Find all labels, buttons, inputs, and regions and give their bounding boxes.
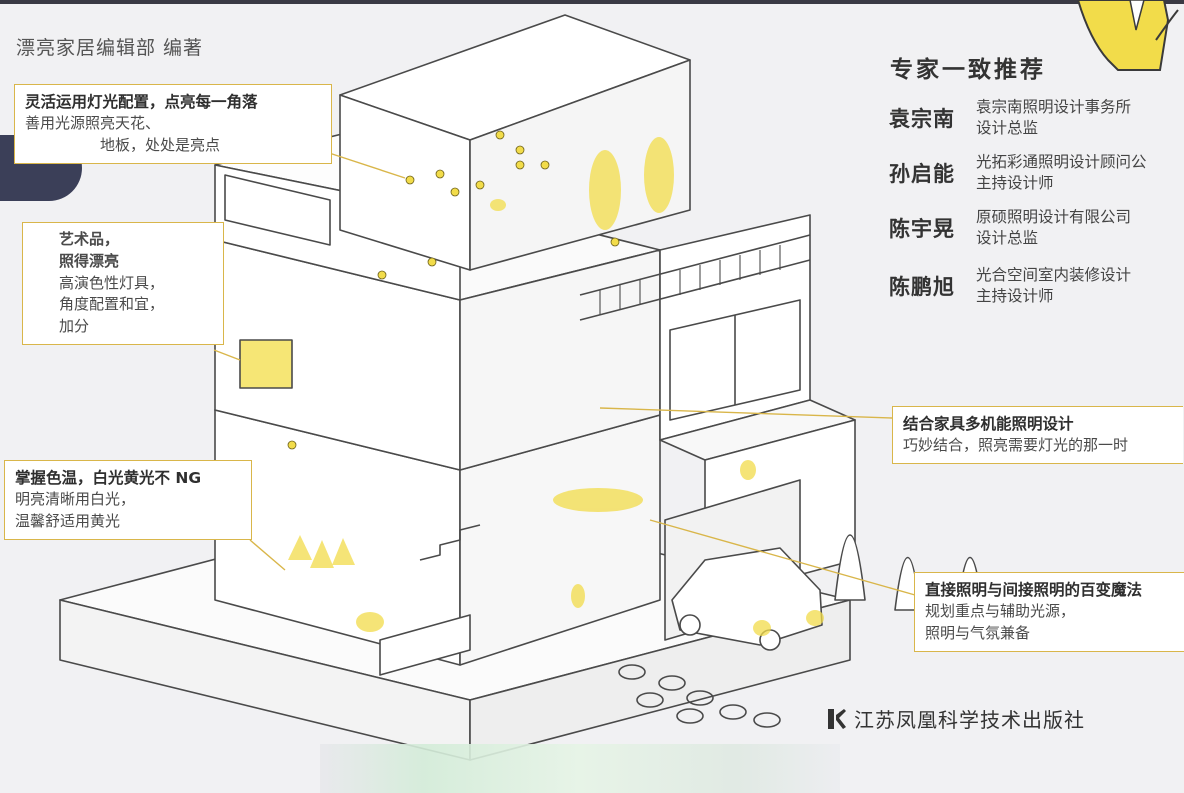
publisher-logo-icon <box>828 708 846 729</box>
expert-role: 设计总监 <box>976 119 1039 137</box>
callout-temperature: 掌握色温，白光黄光不 NG 明亮清晰用白光， 温馨舒适用黄光 <box>4 460 252 540</box>
callout-heading: 直接照明与间接照明的百变魔法 <box>925 581 1143 599</box>
callout-text: 温馨舒适用黄光 <box>15 512 121 531</box>
callout-heading: 结合家具多机能照明设计 <box>903 415 1074 433</box>
expert-item: 袁宗南 袁宗南照明设计事务所 设计总监 <box>889 95 1184 141</box>
expert-role: 主持设计师 <box>976 287 1054 305</box>
callout-text: 高演色性灯具， <box>59 273 165 292</box>
stepping-stones <box>618 664 781 728</box>
expert-org: 袁宗南照明设计事务所 <box>976 98 1132 116</box>
callout-heading: 掌握色温，白光黄光不 NG <box>15 469 202 487</box>
expert-item: 孙启能 光拓彩通照明设计顾问公 主持设计师 <box>889 150 1184 196</box>
callout-heading: 照得漂亮 <box>59 251 120 270</box>
callout-text: 加分 <box>59 317 90 335</box>
callout-text: 善用光源照亮天花、 <box>25 114 161 133</box>
experts-title: 专家一致推荐 <box>890 57 1046 83</box>
expert-name: 陈鹏旭 <box>889 275 955 299</box>
cartoon-figure <box>1076 0 1179 71</box>
callout-text: 规划重点与辅助光源， <box>925 602 1076 621</box>
callout-furniture: 结合家具多机能照明设计 巧妙结合，照亮需要灯光的那一时 <box>892 406 1183 465</box>
callout-text: 巧妙结合，照亮需要灯光的那一时 <box>903 436 1129 455</box>
expert-item: 陈宇晃 原硕照明设计有限公司 设计总监 <box>889 205 1184 251</box>
callout-heading: 灵活运用灯光配置，点亮每一角落 <box>25 93 258 111</box>
publisher: 江苏凤凰科学技术出版社 <box>824 704 1085 733</box>
expert-org: 光合空间室内装修设计 <box>976 266 1132 284</box>
light-glows <box>288 137 824 636</box>
expert-name: 孙启能 <box>889 162 955 186</box>
expert-item: 陈鹏旭 光合空间室内装修设计 主持设计师 <box>889 263 1184 309</box>
callout-heading: 艺术品， <box>59 230 120 248</box>
callout-text: 照明与气氛兼备 <box>925 624 1031 643</box>
callout-lighting: 灵活运用灯光配置，点亮每一角落 善用光源照亮天花、 地板，处处是亮点 <box>14 84 332 164</box>
callout-text: 明亮清晰用白光， <box>15 490 136 509</box>
tree <box>834 534 866 601</box>
author-credit: 漂亮家居编辑部 编著 <box>16 37 204 59</box>
ceiling-light-dots <box>287 130 620 450</box>
expert-role: 设计总监 <box>976 229 1039 247</box>
callout-direct: 直接照明与间接照明的百变魔法 规划重点与辅助光源， 照明与气氛兼备 <box>914 572 1184 652</box>
publisher-name: 江苏凤凰科学技术出版社 <box>854 708 1085 732</box>
callout-art: 艺术品， 照得漂亮 高演色性灯具， 角度配置和宜， 加分 <box>22 222 224 345</box>
expert-name: 袁宗南 <box>889 107 955 131</box>
leader-lines <box>213 149 916 596</box>
callout-text: 角度配置和宜， <box>59 295 165 314</box>
expert-org: 光拓彩通照明设计顾问公 <box>976 153 1147 171</box>
expert-name: 陈宇晃 <box>889 217 955 241</box>
top-edge <box>0 0 1184 4</box>
callout-text: 地板，处处是亮点 <box>100 136 221 155</box>
bottom-blur-strip <box>320 744 840 793</box>
expert-org: 原硕照明设计有限公司 <box>976 208 1132 226</box>
expert-role: 主持设计师 <box>976 174 1054 192</box>
